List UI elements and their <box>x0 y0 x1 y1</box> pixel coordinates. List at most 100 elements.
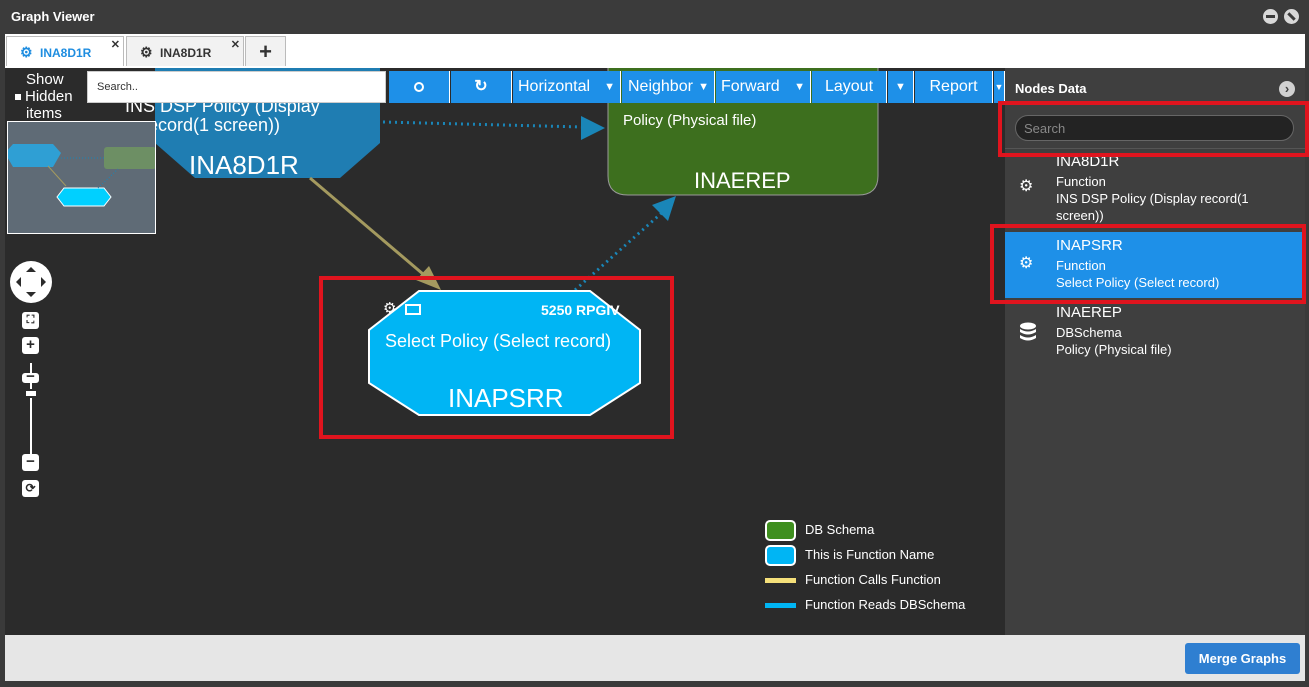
legend-line <box>765 603 796 608</box>
node-item-name: INAEREP <box>1056 304 1122 321</box>
reset-zoom-button[interactable]: ⟳ <box>22 480 39 497</box>
legend-label: Function Reads DBSchema <box>805 597 966 612</box>
show-hidden-line3: items <box>26 105 62 122</box>
layout-label: Layout <box>824 78 874 95</box>
legend-line <box>765 578 796 583</box>
nodes-panel-header: Nodes Data › <box>1005 68 1305 108</box>
checkbox-icon[interactable] <box>15 94 21 101</box>
node-item-inapsrr[interactable]: ⚙ INAPSRR Function Select Policy (Select… <box>1005 232 1305 298</box>
search-button[interactable] <box>389 71 450 103</box>
chevron-down-icon: ▼ <box>604 81 615 93</box>
show-hidden-line1: Show <box>26 71 64 88</box>
gear-icon: ⚙ <box>1019 255 1034 272</box>
pan-control[interactable] <box>10 261 52 303</box>
layout-button[interactable]: Layout <box>812 71 887 103</box>
nodes-search-input[interactable]: Search <box>1015 115 1294 141</box>
tab-ina8d1r-second[interactable]: ⚙ INA8D1R ✕ <box>126 36 244 66</box>
search-icon <box>414 82 424 92</box>
graph-search-input[interactable]: Search.. <box>87 71 386 103</box>
forward-dropdown[interactable]: Forward▼ <box>716 71 811 103</box>
edge-reads <box>574 208 666 292</box>
graph-canvas[interactable]: INS DSP Policy (Display record(1 screen)… <box>5 68 1005 635</box>
refresh-button[interactable]: ↻ <box>451 71 512 103</box>
show-hidden-toggle[interactable]: Show Hidden items <box>5 68 87 122</box>
node-item-desc: INS DSP Policy (Display record(1 screen)… <box>1056 191 1249 223</box>
tab-ina8d1r-active[interactable]: ⚙ INA8D1R ✕ <box>6 36 124 66</box>
node-desc-line: record(1 screen)) <box>142 115 281 135</box>
footer-bar: Merge Graphs <box>5 635 1305 681</box>
pan-down-icon[interactable] <box>26 292 36 302</box>
legend-item-calls: Function Calls Function <box>765 570 985 590</box>
node-inapsrr-name: INAPSRR <box>448 383 564 413</box>
minimize-button[interactable] <box>1263 9 1278 24</box>
minimap-graph <box>8 144 155 207</box>
minimap-edge <box>97 168 119 189</box>
tab-bar: ⚙ INA8D1R ✕ ⚙ INA8D1R ✕ + <box>5 34 1305 68</box>
pan-up-icon[interactable] <box>26 262 36 272</box>
zoom-slider-track[interactable] <box>30 363 32 459</box>
node-item-name: INA8D1R <box>1056 153 1120 170</box>
node-item-type: DBSchema <box>1056 325 1122 340</box>
node-inapsrr-icons: ⚙ <box>383 299 421 317</box>
nodes-panel-title: Nodes Data <box>1015 81 1087 96</box>
legend-label: Function Calls Function <box>805 572 941 587</box>
layout-dropdown-toggle[interactable]: ▼ <box>888 71 914 103</box>
fit-screen-button[interactable]: ⛶ <box>22 312 39 329</box>
edge-reads <box>382 120 584 129</box>
report-dropdown-toggle[interactable]: ▼ <box>994 71 1005 103</box>
gear-icon: ⚙ <box>20 44 33 60</box>
pan-left-icon[interactable] <box>11 277 21 287</box>
node-item-desc: Policy (Physical file) <box>1056 342 1172 357</box>
horizontal-dropdown[interactable]: Horizontal ▼ <box>513 71 621 103</box>
zoom-out-button[interactable]: − <box>22 454 39 471</box>
node-inapsrr-shape[interactable] <box>368 290 641 416</box>
highlight-box-selected-item <box>990 224 1306 304</box>
minimap-node <box>104 147 155 169</box>
merge-graphs-button[interactable]: Merge Graphs <box>1185 643 1300 674</box>
report-label: Report <box>929 78 978 95</box>
highlight-box-node <box>319 276 674 439</box>
report-button[interactable]: Report <box>915 71 993 103</box>
zoom-slider-max-marker: − <box>22 369 39 384</box>
zoom-in-button[interactable]: + <box>22 337 39 354</box>
node-inaerep-name: INAEREP <box>694 168 791 193</box>
close-tab-icon[interactable]: ✕ <box>230 39 240 51</box>
gear-icon: ⚙ <box>383 300 397 317</box>
node-inaerep-desc: Policy (Physical file) <box>623 112 757 129</box>
chevron-right-icon[interactable]: › <box>1279 81 1295 97</box>
neighbor-dropdown[interactable]: Neighbor▼ <box>622 71 715 103</box>
close-tab-icon[interactable]: ✕ <box>110 39 120 51</box>
zoom-slider-thumb[interactable] <box>24 389 38 398</box>
legend-item-function: This is Function Name <box>765 545 985 566</box>
zoom-controls: ⛶ + − − ⟳ <box>10 261 60 501</box>
legend-label: DB Schema <box>805 522 875 537</box>
divider <box>1005 148 1305 149</box>
show-hidden-line2: Hidden <box>15 88 87 105</box>
minimap-edge <box>47 165 67 187</box>
window-title: Graph Viewer <box>11 9 95 24</box>
tab-label: INA8D1R <box>40 46 92 60</box>
node-item-desc: Select Policy (Select record) <box>1056 275 1220 290</box>
minimap[interactable] <box>7 121 156 234</box>
chevron-down-icon: ▼ <box>895 81 906 93</box>
refresh-icon: ↻ <box>474 78 488 95</box>
gear-icon: ⚙ <box>140 44 153 60</box>
close-button[interactable] <box>1284 9 1299 24</box>
monitor-icon <box>404 303 421 315</box>
highlight-box-search <box>998 101 1309 157</box>
add-tab-button[interactable]: + <box>245 36 286 66</box>
horizontal-label: Horizontal <box>518 78 591 95</box>
legend-swatch <box>765 545 796 566</box>
node-item-ina8d1r[interactable]: ⚙ INA8D1R Function INS DSP Policy (Displ… <box>1005 151 1305 226</box>
node-item-inaerep[interactable]: INAEREP DBSchema Policy (Physical file) <box>1005 302 1305 362</box>
legend-swatch <box>765 520 796 541</box>
node-ina8d1r-name: INA8D1R <box>189 150 299 180</box>
nodes-data-panel: Nodes Data › Search ⚙ INA8D1R Function I… <box>1005 68 1305 635</box>
pan-right-icon[interactable] <box>41 277 51 287</box>
node-inapsrr-desc: Select Policy (Select record) <box>385 331 612 351</box>
edge-arrowhead <box>581 116 605 140</box>
title-bar: Graph Viewer <box>0 0 1309 34</box>
neighbor-label: Neighbor <box>628 78 693 95</box>
node-item-name: INAPSRR <box>1056 237 1123 254</box>
legend-item-reads: Function Reads DBSchema <box>765 595 985 615</box>
